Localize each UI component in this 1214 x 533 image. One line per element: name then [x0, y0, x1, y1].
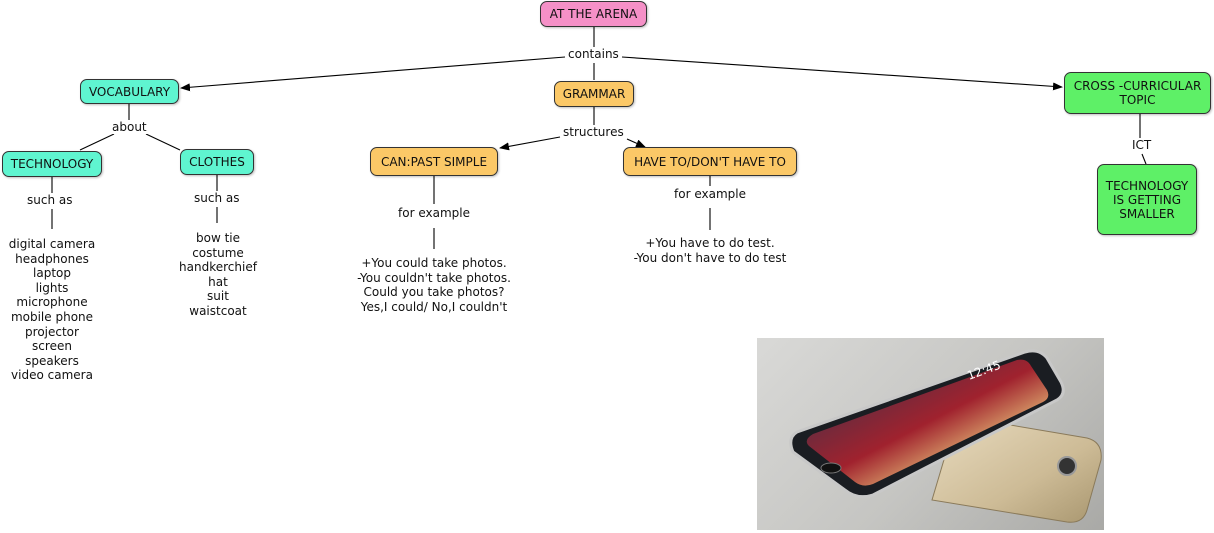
- smartphone-image: 12:45: [757, 338, 1104, 530]
- link-ict: ICT: [1130, 138, 1154, 152]
- link-such-as-technology: such as: [25, 193, 75, 207]
- list-technology-items: digital camera headphones laptop lights …: [8, 237, 96, 383]
- node-cross-curricular-topic: CROSS -CURRICULAR TOPIC: [1064, 72, 1211, 114]
- link-for-example-past-simple: for example: [396, 206, 472, 220]
- link-for-example-have-to: for example: [672, 187, 748, 201]
- link-about: about: [110, 120, 149, 134]
- node-vocabulary: VOCABULARY: [80, 79, 179, 104]
- node-technology: TECHNOLOGY: [2, 151, 102, 177]
- node-technology-is-getting-smaller: TECHNOLOGY IS GETTING SMALLER: [1097, 164, 1197, 235]
- node-grammar: GRAMMAR: [554, 81, 634, 107]
- list-past-simple-examples: +You could take photos. -You couldn't ta…: [357, 256, 511, 314]
- link-such-as-clothes: such as: [192, 191, 242, 205]
- node-at-the-arena: AT THE ARENA: [540, 1, 647, 27]
- node-can-past-simple: CAN:PAST SIMPLE: [370, 147, 498, 176]
- node-clothes: CLOTHES: [180, 149, 254, 175]
- list-clothes-items: bow tie costume handkerchief hat suit wa…: [179, 231, 257, 318]
- list-have-to-examples: +You have to do test. -You don't have to…: [633, 236, 787, 265]
- link-contains: contains: [566, 47, 621, 61]
- node-have-to: HAVE TO/DON'T HAVE TO: [623, 147, 797, 176]
- link-structures: structures: [561, 125, 626, 139]
